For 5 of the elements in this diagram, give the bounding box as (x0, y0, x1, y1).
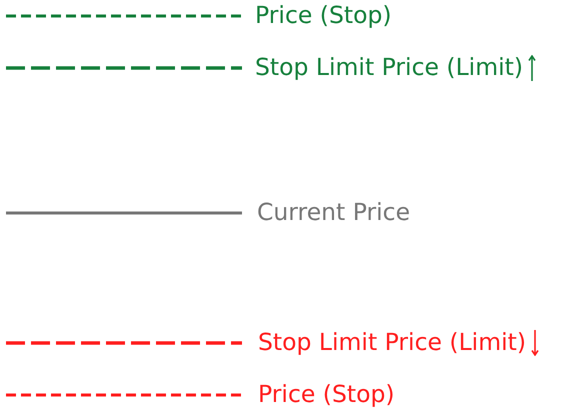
price-level-label: Stop Limit Price (Limit) (258, 328, 526, 356)
price-level-label: Current Price (257, 198, 410, 226)
price-level-label: Price (Stop) (255, 1, 392, 29)
price-level-label: Stop Limit Price (Limit) (255, 53, 524, 81)
price-level-label: Price (Stop) (258, 380, 395, 408)
